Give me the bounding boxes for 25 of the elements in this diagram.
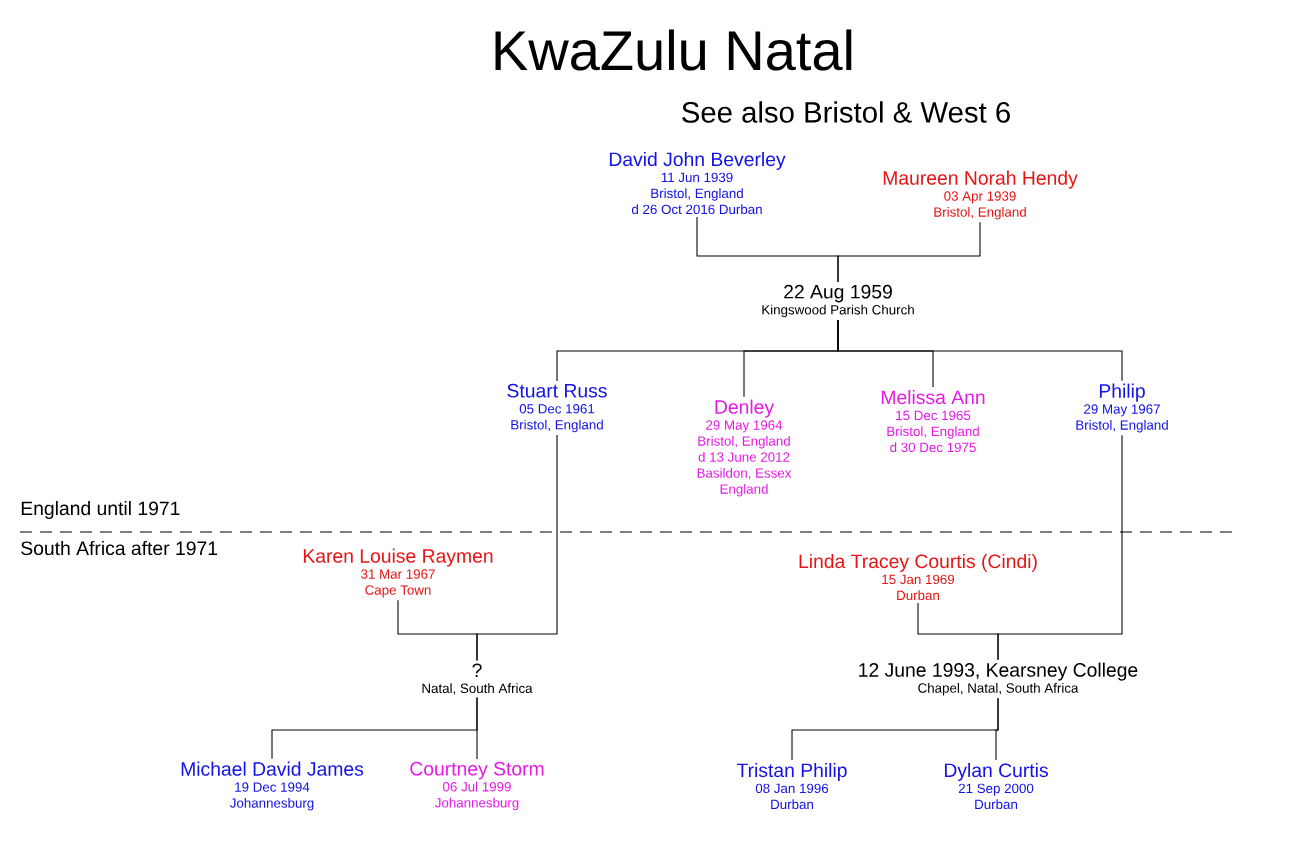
person-entry: Philip 29 May 1967 Bristol, England: [1076, 383, 1168, 433]
person-entry: Tristan Philip 08 Jan 1996 Durban: [736, 762, 847, 810]
person-entry: Courtney Storm 06 Jul 1999 Johannesburg: [410, 761, 544, 811]
person-entry: Karen Louise Raymen 31 Mar 1967 Cape Town: [303, 548, 493, 598]
connector-line: [837, 221, 981, 283]
cross-reference-note: See also Bristol & West 6: [682, 101, 1010, 123]
region-label: England until 1971: [21, 501, 180, 519]
person-entry: Michael David James 19 Dec 1994 Johannesburg: [181, 761, 364, 811]
marriage-entry: ? Natal, South Africa: [422, 663, 533, 695]
region-label: South Africa after 1971: [21, 540, 218, 556]
person-entry: Maureen Norah Hendy 03 Apr 1939 Bristol, England: [883, 170, 1078, 220]
connector-line: [476, 697, 478, 760]
person-entry: Denley 29 May 1964 Bristol, England d 13 June 2012 Basildon, Essex England: [697, 399, 792, 497]
title: KwaZulu Natal: [495, 29, 852, 71]
connector-line: [397, 599, 478, 661]
marriage-entry: 12 June 1993, Kearsney College Chapel, Natal, South Africa: [859, 662, 1138, 696]
person-entry: Melissa Ann 15 Dec 1965 Bristol, England d 30 Dec 1975: [881, 389, 985, 453]
person-entry: David John Beverley 11 Jun 1939 Bristol, England d 26 Oct 2016 Durban: [609, 151, 786, 215]
connector-line: [995, 697, 999, 761]
person-entry: Stuart Russ 05 Dec 1961 Bristol, England: [507, 383, 607, 433]
connector-line: [917, 602, 999, 661]
person-entry: Linda Tracey Courtis (Cindi) 15 Jan 1969 Durban: [799, 553, 1037, 601]
marriage-entry: 22 Aug 1959 Kingswood Parish Church: [762, 284, 914, 318]
person-entry: Dylan Curtis 21 Sep 2000 Durban: [944, 762, 1048, 810]
connector-line: [837, 319, 1123, 382]
